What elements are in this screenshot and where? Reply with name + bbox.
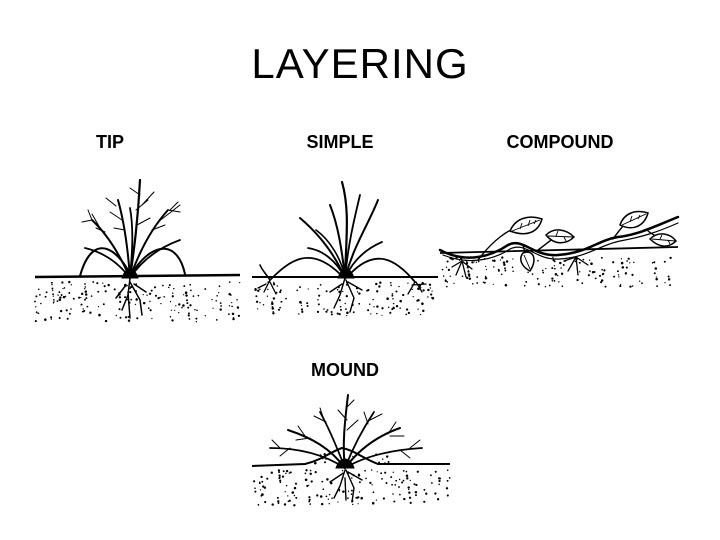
plant: [257, 180, 427, 313]
plant: [269, 394, 423, 503]
tip-layering-illustration: [34, 178, 241, 323]
roots: [451, 256, 589, 278]
soil: [439, 246, 679, 288]
label-mound: MOUND: [311, 360, 379, 380]
label-tip: TIP: [95, 132, 124, 152]
mound-layering-illustration: [251, 394, 451, 507]
label-compound: COMPOUND: [506, 132, 614, 152]
soil: [251, 446, 451, 507]
compound-layering-illustration: [438, 210, 680, 288]
label-simple: SIMPLE: [306, 132, 374, 152]
soil: [252, 276, 438, 317]
diagram-title: LAYERING: [251, 40, 469, 87]
soil: [34, 273, 241, 323]
leaf-veins: [511, 213, 676, 270]
leaves: [509, 210, 677, 272]
simple-layering-illustration: [252, 180, 438, 317]
plant: [79, 178, 186, 319]
